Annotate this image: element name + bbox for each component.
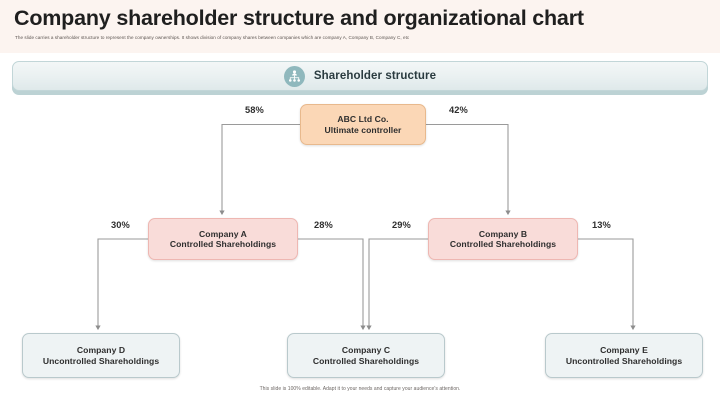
edge-label-b-e: 13% — [592, 220, 611, 230]
node-title: Company C — [341, 345, 391, 356]
edge-b-c — [366, 238, 428, 331]
node-company-d[interactable]: Company D Uncontrolled Shareholdings — [22, 333, 180, 378]
node-company-e[interactable]: Company E Uncontrolled Shareholdings — [545, 333, 703, 378]
page-subtitle: The slide carries a shareholder structur… — [15, 35, 410, 40]
page-title: Company shareholder structure and organi… — [14, 6, 584, 30]
edge-b-e — [578, 238, 636, 331]
node-subtitle: Controlled Shareholdings — [169, 239, 277, 249]
node-company-c[interactable]: Company C Controlled Shareholdings — [287, 333, 445, 378]
node-title: Company B — [478, 228, 528, 239]
edge-root-b — [426, 123, 511, 216]
edge-label-a-d: 30% — [111, 220, 130, 230]
node-title: Company D — [76, 345, 126, 356]
node-subtitle: Ultimate controller — [324, 124, 402, 135]
node-subtitle: Controlled Shareholdings — [449, 239, 557, 249]
edge-label-root-a: 58% — [245, 105, 264, 115]
footer-note: This slide is 100% editable. Adapt it to… — [259, 386, 461, 392]
node-subtitle: Uncontrolled Shareholdings — [42, 355, 160, 366]
node-title: ABC Ltd Co. — [337, 114, 389, 125]
edge-a-c — [298, 238, 366, 331]
section-header-bar[interactable]: Shareholder structure — [12, 61, 708, 91]
edge-root-a — [219, 123, 300, 216]
section-title: Shareholder structure — [313, 70, 437, 82]
org-people-icon — [283, 65, 305, 87]
edge-label-b-c: 29% — [392, 220, 411, 230]
node-subtitle: Uncontrolled Shareholdings — [565, 355, 683, 366]
node-subtitle: Controlled Shareholdings — [312, 355, 420, 366]
node-title: Company A — [199, 228, 247, 239]
title-band — [0, 0, 720, 53]
edge-a-d — [95, 238, 148, 331]
node-company-a[interactable]: Company A Controlled Shareholdings — [148, 218, 298, 260]
node-title: Company E — [600, 345, 648, 356]
edge-label-a-c: 28% — [314, 220, 333, 230]
node-abc-ltd-co[interactable]: ABC Ltd Co. Ultimate controller — [300, 104, 426, 145]
node-company-b[interactable]: Company B Controlled Shareholdings — [428, 218, 578, 260]
edge-label-root-b: 42% — [449, 105, 468, 115]
